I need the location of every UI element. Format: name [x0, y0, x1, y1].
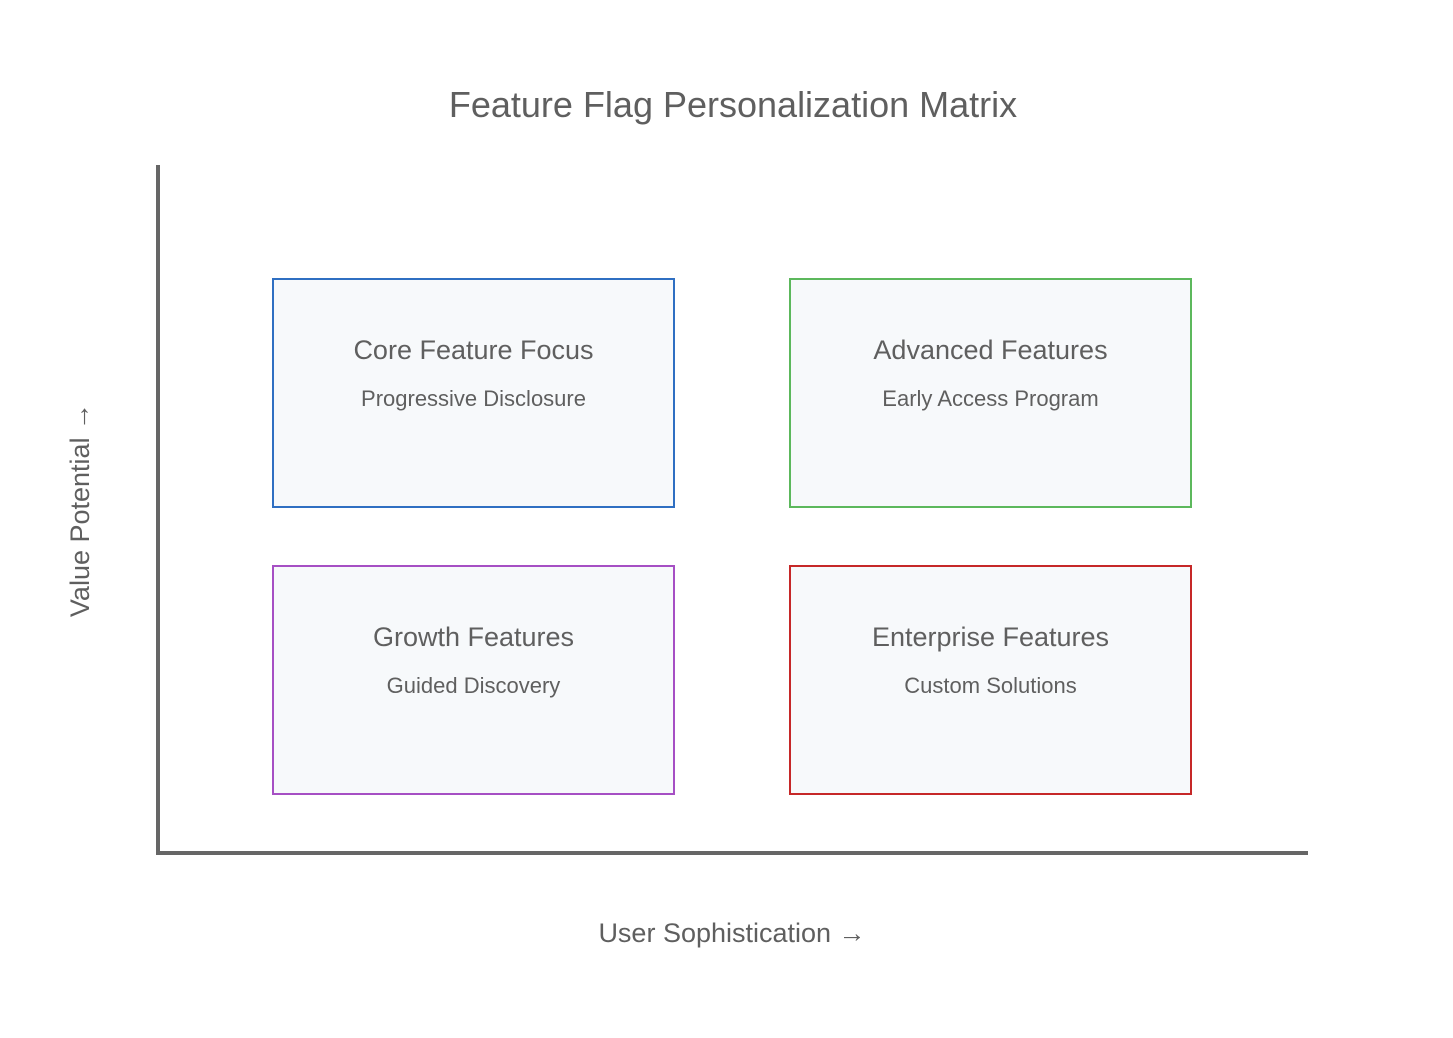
quadrant-advanced-features: Advanced Features Early Access Program — [789, 278, 1192, 508]
quadrant-subtitle: Custom Solutions — [904, 673, 1077, 698]
quadrant-title: Enterprise Features — [871, 622, 1110, 652]
x-axis-label: User Sophistication → — [598, 918, 866, 948]
quadrant-subtitle: Progressive Disclosure — [361, 386, 586, 411]
quadrant-growth-features: Growth Features Guided Discovery — [272, 565, 675, 795]
quadrant-title: Core Feature Focus — [353, 335, 594, 365]
quadrant-enterprise-features: Enterprise Features Custom Solutions — [789, 565, 1192, 795]
x-axis-line — [156, 851, 1308, 855]
quadrant-core-feature-focus: Core Feature Focus Progressive Disclosur… — [272, 278, 675, 508]
quadrant-subtitle: Early Access Program — [882, 386, 1099, 411]
diagram-title: Feature Flag Personalization Matrix — [448, 84, 1018, 125]
quadrant-subtitle: Guided Discovery — [386, 673, 561, 698]
y-axis-line — [156, 165, 160, 855]
y-axis-label: Value Potential → — [65, 402, 95, 618]
quadrant-title: Growth Features — [372, 622, 575, 652]
quadrant-title: Advanced Features — [873, 335, 1108, 365]
